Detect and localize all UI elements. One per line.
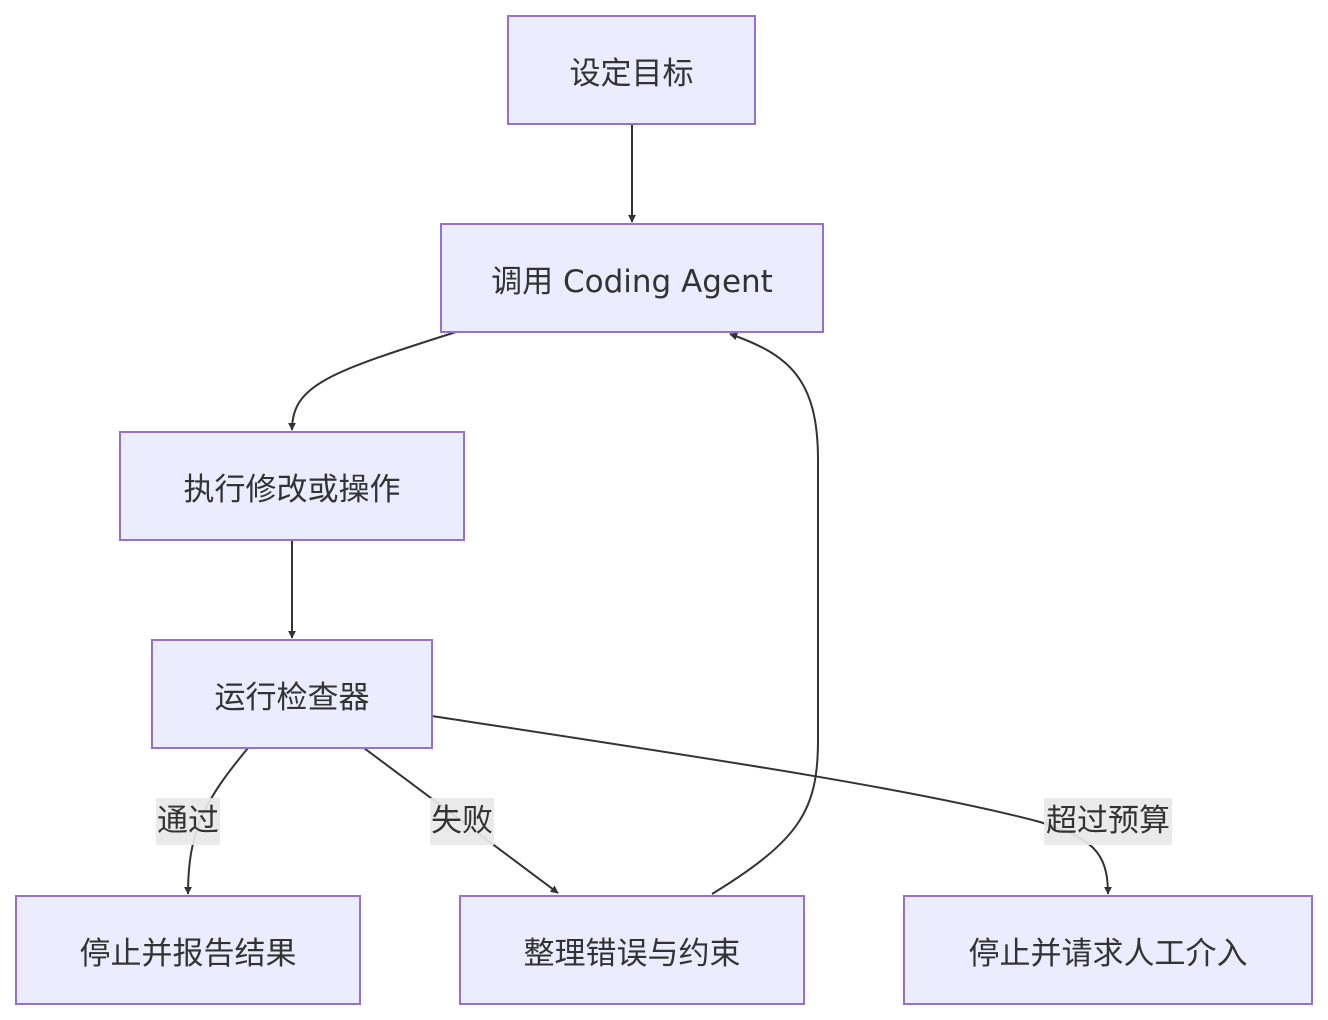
edge-label-pass: 通过 <box>156 798 220 845</box>
edge-label-fail: 失败 <box>430 798 494 845</box>
node-stop-report-label: 停止并报告结果 <box>79 935 297 972</box>
node-execute-label: 执行修改或操作 <box>183 471 401 508</box>
node-stop-report: 停止并报告结果 <box>15 895 361 1005</box>
node-run-checker: 运行检查器 <box>151 639 433 749</box>
edge-checker-to-human <box>431 715 1112 895</box>
edge-label-over-budget: 超过预算 <box>1044 798 1172 845</box>
node-stop-human-label: 停止并请求人工介入 <box>968 935 1248 972</box>
node-call-agent: 调用 Coding Agent <box>440 223 824 333</box>
node-set-goal: 设定目标 <box>507 15 756 125</box>
edge-organize-to-agent <box>711 332 819 895</box>
node-set-goal-label: 设定目标 <box>569 55 694 92</box>
edge-agent-to-execute <box>288 331 457 431</box>
node-call-agent-label: 调用 Coding Agent <box>491 263 773 300</box>
node-stop-human: 停止并请求人工介入 <box>903 895 1313 1005</box>
node-organize-errors-label: 整理错误与约束 <box>523 935 741 972</box>
node-execute: 执行修改或操作 <box>119 431 465 541</box>
node-run-checker-label: 运行检查器 <box>214 679 370 716</box>
node-organize-errors: 整理错误与约束 <box>459 895 805 1005</box>
